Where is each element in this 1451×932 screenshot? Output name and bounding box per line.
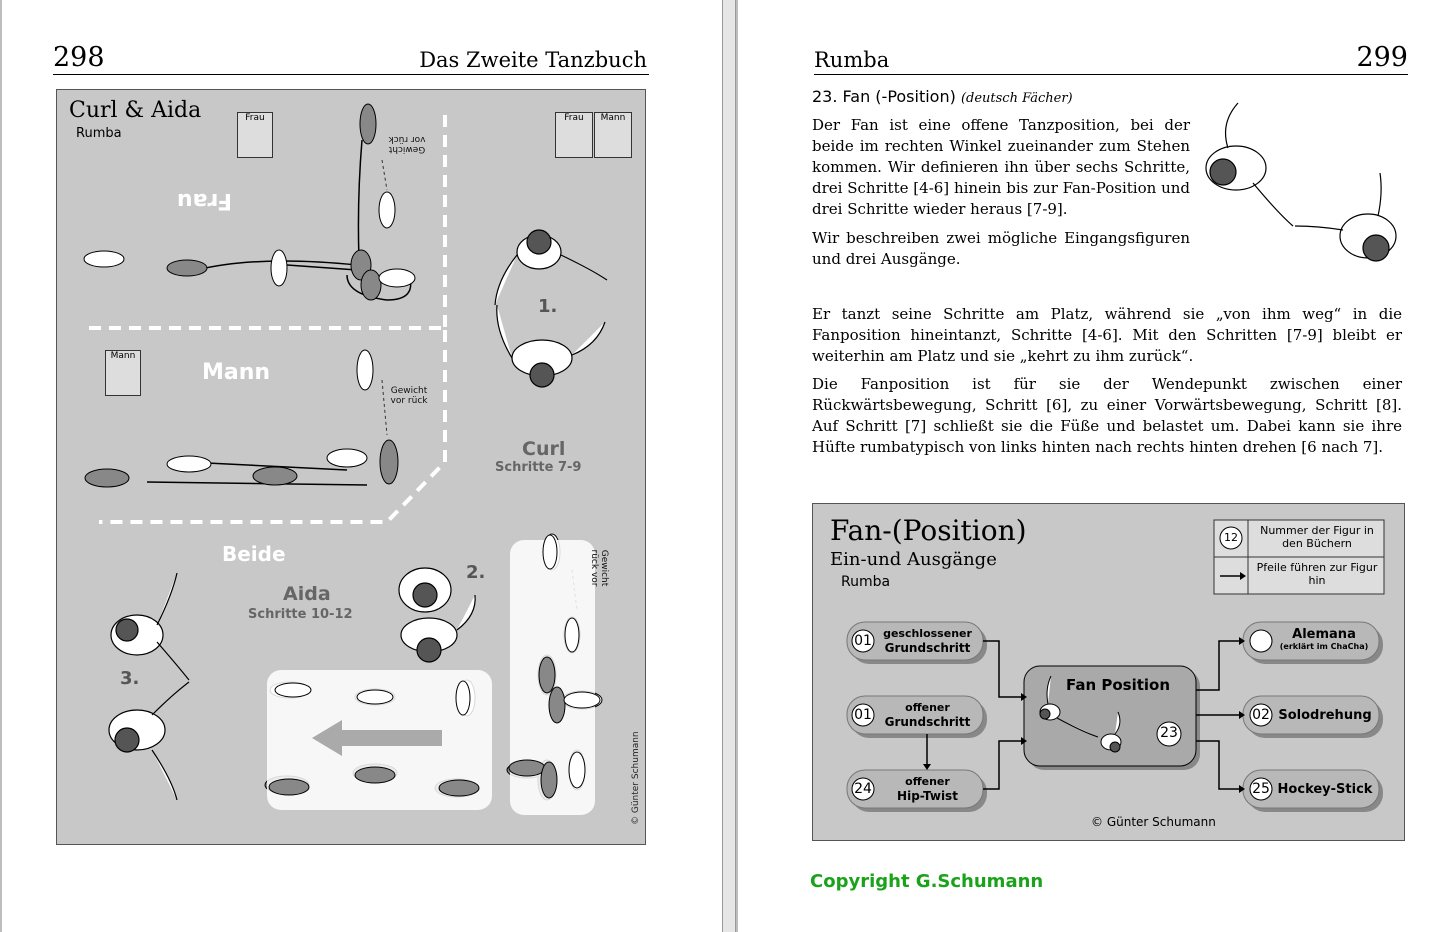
right-page-number: 299 <box>1356 42 1408 74</box>
gewicht-note-frau: Gewicht vor rück <box>387 134 427 154</box>
legend-frau-label-2: Frau <box>556 113 592 123</box>
legend-text-arrow: Pfeile führen zur Figur hin <box>1253 561 1381 587</box>
legend-mann-label-2: Mann <box>106 351 140 361</box>
curl-title: Curl <box>522 438 565 460</box>
fan-diagram-subtitle: Ein-und Ausgänge <box>830 549 997 570</box>
legend-symbol-number: 12 <box>1222 531 1240 544</box>
curl-steps: Schritte 7-9 <box>495 460 581 475</box>
input-2-line2: Grundschritt <box>875 715 980 729</box>
figure-copyright: © Günter Schumann <box>631 731 641 825</box>
left-page: 298 Das Zweite Tanzbuch <box>0 0 722 932</box>
left-page-header: 298 Das Zweite Tanzbuch <box>53 42 649 75</box>
figure-title: Curl & Aida <box>69 98 201 123</box>
section-heading-text: 23. Fan (-Position) <box>812 87 956 106</box>
fan-diagram-title: Fan-(Position) <box>830 514 1027 547</box>
output-3-line1: Hockey-Stick <box>1275 782 1375 797</box>
step-3-marker: 3. <box>120 668 139 689</box>
section-heading: 23. Fan (-Position) (deutsch Fächer) <box>812 87 1073 106</box>
output-3-num: 25 <box>1250 781 1272 797</box>
book-gutter <box>722 0 736 932</box>
input-3-num: 24 <box>852 781 874 797</box>
legend-mann-box-2: Mann <box>105 350 141 396</box>
section-heading-note: (deutsch Fächer) <box>961 91 1073 106</box>
right-page-header: Rumba 299 <box>814 42 1408 75</box>
step-1-marker: 1. <box>538 296 557 317</box>
paragraph-1: Der Fan ist eine offene Tanzposition, be… <box>812 115 1190 220</box>
legend-text-number: Nummer der Figur in den Büchern <box>1253 524 1381 550</box>
input-3-line2: Hip-Twist <box>875 789 980 803</box>
legend-mann-box: Mann <box>594 112 632 158</box>
label-mann: Mann <box>202 360 270 385</box>
gewicht-note: Gewicht vor rück <box>389 386 429 406</box>
output-2-line1: Solodrehung <box>1275 708 1375 723</box>
output-1-line2: (erklärt im ChaCha) <box>1273 642 1375 652</box>
left-page-number: 298 <box>53 42 105 74</box>
center-num: 23 <box>1157 725 1181 741</box>
paragraph-2: Wir beschreiben zwei mögliche Eingangsfi… <box>812 228 1190 270</box>
fan-diagram-copyright: © Günter Schumann <box>1091 815 1216 829</box>
figure-subtitle: Rumba <box>76 126 122 141</box>
gewicht-note-aida: Gewicht rück vor <box>589 548 609 588</box>
input-2-num: 01 <box>852 707 874 723</box>
center-label: Fan Position <box>1043 676 1193 694</box>
paragraph-3: Er tanzt seine Schritte am Platz, währen… <box>812 304 1402 367</box>
paragraph-4: Die Fanposition ist für sie der Wendepun… <box>812 374 1402 458</box>
output-1-line1: Alemana <box>1273 627 1375 642</box>
input-1-line1: geschlossener <box>875 627 980 641</box>
output-2-num: 02 <box>1250 707 1272 723</box>
aida-steps: Schritte 10-12 <box>248 607 353 622</box>
left-header-title: Das Zweite Tanzbuch <box>419 46 647 74</box>
legend-frau-box-2: Frau <box>555 112 593 158</box>
fan-position-diagram: Fan-(Position) Ein-und Ausgänge Rumba 12… <box>812 503 1405 841</box>
right-header-title: Rumba <box>814 46 889 74</box>
curl-aida-figure: Curl & Aida Rumba Frau Frau Mann Mann Fr… <box>56 89 646 845</box>
copyright-footer: Copyright G.Schumann <box>810 871 1043 892</box>
legend-frau-label: Frau <box>238 113 272 123</box>
legend-mann-label: Mann <box>595 113 631 123</box>
step-2-marker: 2. <box>466 562 485 583</box>
input-2-line1: offener <box>875 701 980 715</box>
input-1-line2: Grundschritt <box>875 641 980 655</box>
label-beide: Beide <box>222 542 286 566</box>
input-1-num: 01 <box>852 633 874 649</box>
aida-title: Aida <box>283 583 331 605</box>
input-3-line1: offener <box>875 775 980 789</box>
fan-position-illustration <box>1198 98 1408 270</box>
label-frau: Frau <box>177 188 232 213</box>
fan-diagram-dance: Rumba <box>841 574 890 590</box>
legend-frau-box: Frau <box>237 112 273 158</box>
